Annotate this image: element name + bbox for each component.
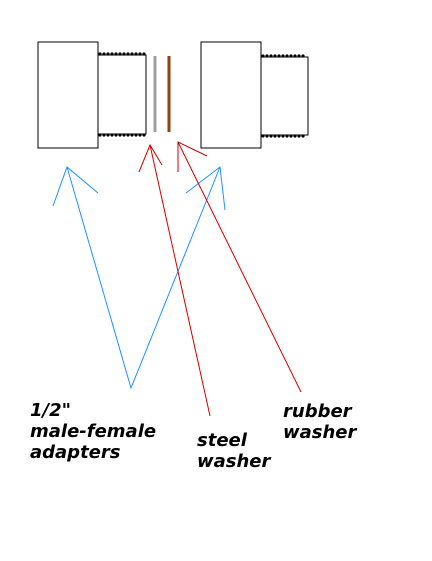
thread-tooth bbox=[265, 54, 269, 58]
thread-tooth bbox=[106, 52, 110, 56]
thread-tooth bbox=[142, 52, 146, 56]
rubber-washer-pointer bbox=[177, 141, 302, 393]
steel-washer-label-line: washer bbox=[197, 451, 271, 472]
adapters-label-line: adapters bbox=[30, 442, 121, 463]
thread-tooth bbox=[285, 54, 289, 58]
right-adapter-thread-teeth-bottom bbox=[261, 134, 305, 138]
thread-tooth bbox=[301, 54, 305, 58]
thread-tooth bbox=[138, 133, 142, 137]
thread-tooth bbox=[106, 133, 110, 137]
thread-tooth bbox=[110, 133, 114, 137]
thread-tooth bbox=[273, 54, 277, 58]
thread-tooth bbox=[110, 52, 114, 56]
thread-tooth bbox=[134, 133, 138, 137]
thread-tooth bbox=[285, 134, 289, 138]
adapters-label: 1/2" male-female adapters bbox=[30, 400, 156, 463]
thread-tooth bbox=[289, 54, 293, 58]
thread-tooth bbox=[297, 54, 301, 58]
rubber-washer-label-line: rubber bbox=[283, 401, 352, 422]
thread-tooth bbox=[301, 134, 305, 138]
right-adapter-thread bbox=[260, 56, 309, 136]
thread-tooth bbox=[277, 134, 281, 138]
steel-washer-arrowhead bbox=[138, 143, 163, 173]
thread-tooth bbox=[114, 133, 118, 137]
thread-tooth bbox=[134, 52, 138, 56]
thread-tooth bbox=[118, 52, 122, 56]
rubber-washer-arrowhead bbox=[177, 141, 208, 172]
left-adapter bbox=[37, 41, 147, 149]
thread-tooth bbox=[281, 54, 285, 58]
thread-tooth bbox=[293, 134, 297, 138]
thread-tooth bbox=[281, 134, 285, 138]
right-adapter bbox=[200, 41, 309, 149]
left-adapter-thread bbox=[97, 54, 147, 135]
thread-tooth bbox=[102, 52, 106, 56]
right-adapter-thread-teeth-top bbox=[261, 54, 305, 58]
thread-tooth bbox=[126, 133, 130, 137]
thread-tooth bbox=[261, 54, 265, 58]
thread-tooth bbox=[122, 52, 126, 56]
right-adapter-arrowhead bbox=[185, 166, 226, 211]
left-adapter-body bbox=[37, 41, 99, 149]
right-adapter-body bbox=[200, 41, 262, 149]
thread-tooth bbox=[293, 54, 297, 58]
thread-tooth bbox=[297, 134, 301, 138]
thread-tooth bbox=[138, 52, 142, 56]
thread-tooth bbox=[114, 52, 118, 56]
left-adapter-arrowhead bbox=[52, 166, 99, 207]
adapters-label-line: male-female bbox=[30, 421, 157, 442]
thread-tooth bbox=[289, 134, 293, 138]
thread-tooth bbox=[261, 134, 265, 138]
thread-tooth bbox=[126, 52, 130, 56]
rubber-washer-label-line: washer bbox=[283, 422, 357, 443]
steel-washer-label: steel washer bbox=[197, 430, 270, 472]
thread-tooth bbox=[277, 54, 281, 58]
adapters-label-line: 1/2" bbox=[30, 400, 72, 421]
adapter-pointer-arrow bbox=[66, 166, 221, 390]
steel-washer-label-line: steel bbox=[197, 430, 247, 451]
steel-washer-pointer bbox=[149, 144, 211, 417]
thread-tooth bbox=[98, 52, 102, 56]
thread-tooth bbox=[98, 133, 102, 137]
rubber-washer-label: rubber washer bbox=[283, 401, 356, 443]
thread-tooth bbox=[130, 133, 134, 137]
thread-tooth bbox=[273, 134, 277, 138]
thread-tooth bbox=[269, 54, 273, 58]
thread-tooth bbox=[142, 133, 146, 137]
thread-tooth bbox=[102, 133, 106, 137]
thread-tooth bbox=[265, 134, 269, 138]
left-adapter-thread-teeth-bottom bbox=[98, 133, 146, 137]
thread-tooth bbox=[269, 134, 273, 138]
thread-tooth bbox=[122, 133, 126, 137]
thread-tooth bbox=[118, 133, 122, 137]
thread-tooth bbox=[130, 52, 134, 56]
left-adapter-thread-teeth-top bbox=[98, 52, 146, 56]
